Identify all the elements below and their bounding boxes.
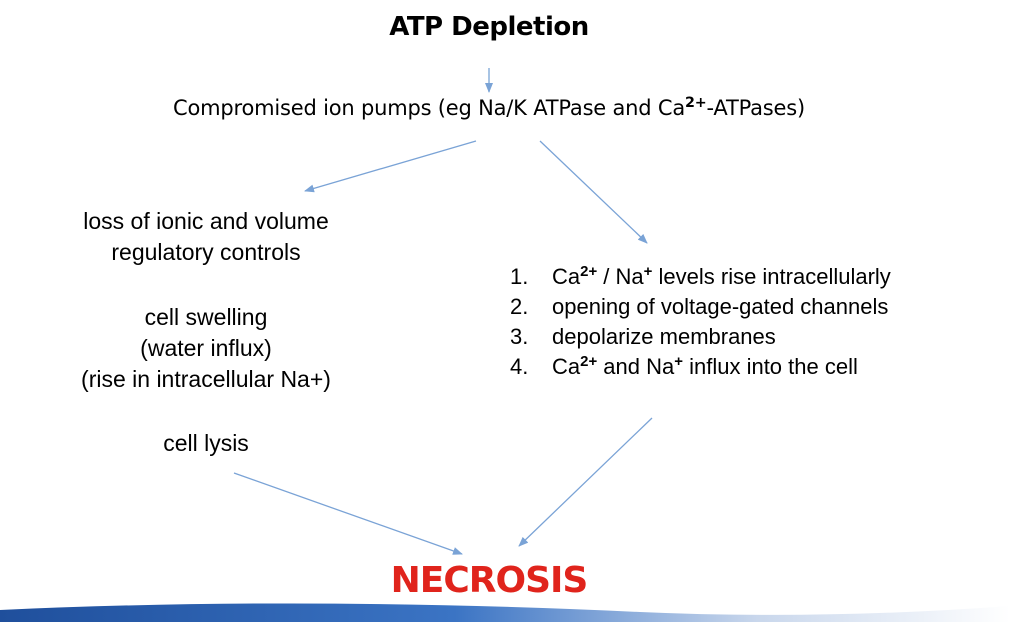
pumps-text-post: -ATPases) [706, 96, 806, 120]
arrow-left-to-necrosis [233, 472, 463, 555]
swelling-line-1: cell swelling [144, 304, 268, 330]
compromised-ion-pumps: Compromised ion pumps (eg Na/K ATPase an… [0, 96, 978, 120]
swelling-line-2: (water influx) [140, 335, 272, 361]
loss-of-controls: loss of ionic and volume regulatory cont… [52, 206, 360, 268]
list-item-number: 1. [510, 264, 529, 289]
list-item-text: opening of voltage-gated channels [552, 294, 889, 319]
swelling-line-3: (rise in intracellular Na+) [81, 366, 331, 392]
pumps-text-sup: 2+ [685, 95, 707, 112]
list-item: 2. opening of voltage-gated channels [510, 292, 891, 322]
list-item: 3. depolarize membranes [510, 322, 891, 352]
list-item-sup: 2+ [580, 262, 598, 280]
list-item-text: / Na [597, 264, 644, 289]
list-item-sup: 2+ [580, 352, 598, 370]
list-item-sup: + [643, 262, 653, 280]
list-item-text: Ca [552, 354, 581, 379]
list-item-number: 3. [510, 324, 529, 349]
cell-lysis: cell lysis [52, 428, 360, 459]
arrow-pumps-to-right [539, 140, 648, 244]
loss-line-1: loss of ionic and volume [83, 208, 329, 234]
list-item-text: depolarize membranes [552, 324, 776, 349]
pumps-text-pre: Compromised ion pumps (eg Na/K ATPase an… [173, 96, 686, 120]
list-item-number: 2. [510, 294, 529, 319]
list-item-text: Ca [552, 264, 581, 289]
list-item-text: and Na [597, 354, 675, 379]
list-item-sup: + [674, 352, 683, 370]
loss-line-2: regulatory controls [111, 239, 301, 265]
list-item-number: 4. [510, 354, 529, 379]
list-item: 1. Ca2+ / Na+ levels rise intracellularly [510, 262, 891, 292]
cell-swelling: cell swelling (water influx) (rise in in… [52, 302, 360, 395]
list-item: 4. Ca2+ and Na+ influx into the cell [510, 352, 891, 382]
list-item-text: levels rise intracellularly [652, 264, 891, 289]
diagram-title: ATP Depletion [389, 12, 589, 42]
arrow-pumps-to-left [304, 140, 477, 193]
necrosis-outcome: NECROSIS [390, 560, 589, 601]
right-branch-list: 1.Ca2+ / Na+ levels rise intracellularly… [510, 262, 891, 382]
list-item-text: influx into the cell [682, 354, 858, 379]
arrow-right-to-necrosis [518, 417, 653, 547]
lysis-line: cell lysis [163, 430, 249, 456]
footer-swoosh [0, 603, 1010, 622]
